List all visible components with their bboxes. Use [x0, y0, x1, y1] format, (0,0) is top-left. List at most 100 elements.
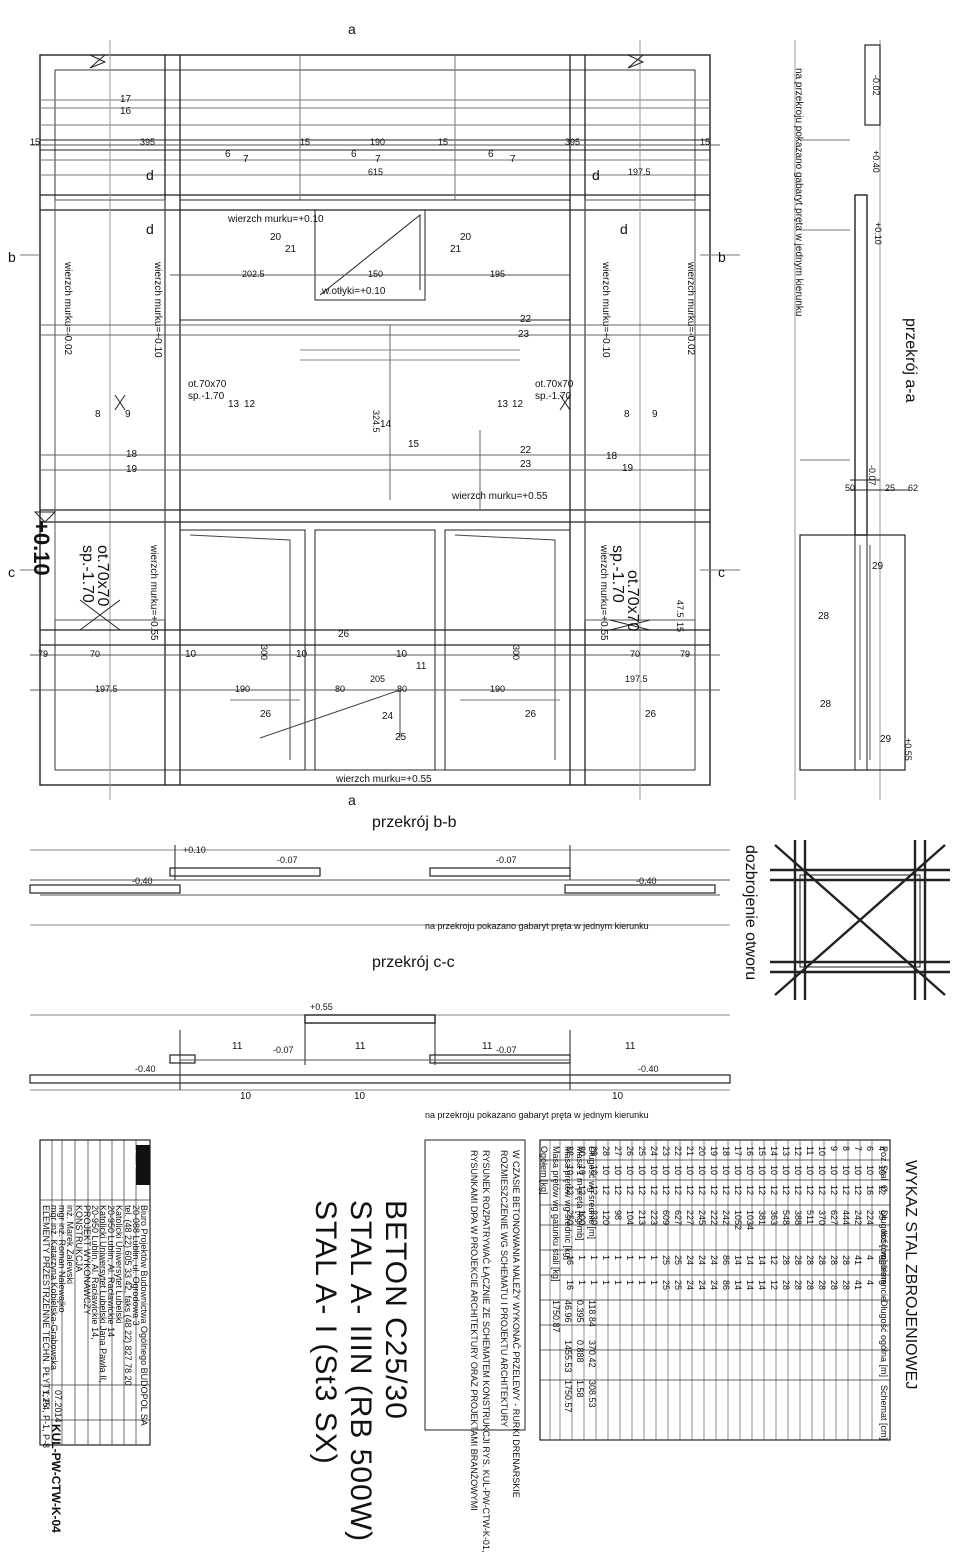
schedule-cell: 41	[853, 1280, 863, 1291]
dim-190: 190	[370, 137, 386, 147]
cc-bar-10b: 10	[354, 1091, 366, 1102]
schedule-cell: 19	[709, 1146, 719, 1157]
schedule-cell: 28	[793, 1280, 803, 1291]
note-1: W CZASIE BETONOWANIA NALEŻY WYKONAĆ PRZE…	[511, 1150, 521, 1498]
bar-6b: 6	[351, 149, 357, 160]
schedule-cell: 1	[613, 1280, 623, 1286]
tb-scale: 1:25	[41, 1390, 51, 1408]
schedule-cell: 1	[601, 1280, 611, 1286]
cc-bar-10c: 10	[612, 1091, 624, 1102]
schedule-cell: 98	[613, 1210, 623, 1221]
bar-15: 15	[408, 439, 420, 450]
dim-615: 615	[368, 167, 384, 177]
schedule-sum-value: 1.58	[575, 1380, 585, 1398]
schedule-cell: 12	[661, 1185, 671, 1196]
level-w-oltyki: w.otłyki=+0.10	[322, 286, 386, 297]
section-bb-title: przekrój b-b	[372, 814, 457, 831]
schedule-sum-value: 46.96	[563, 1300, 573, 1323]
dim-1975: 197.5	[628, 167, 651, 177]
bar-23: 23	[518, 329, 530, 340]
cc-level-1: +0.55	[310, 1002, 333, 1012]
bar-11: 11	[416, 661, 427, 672]
aa-level-2: +0.40	[871, 150, 881, 173]
schedule-cell: 17	[733, 1146, 743, 1157]
bar-6c: 6	[488, 149, 494, 160]
steel-class-2: STAL A- I (St3 SX)	[309, 1200, 342, 1465]
axis-d3: d	[592, 167, 600, 183]
bar-26d: 26	[645, 709, 657, 720]
schedule-cell: 16	[865, 1185, 875, 1196]
bar-7a: 7	[243, 154, 249, 165]
schedule-cell: 12	[817, 1185, 827, 1196]
steel-class-1: STAL A- IIIN (RB 500W)	[344, 1200, 377, 1543]
schedule-cell: 28	[829, 1280, 839, 1291]
cc-level-2: -0.07	[273, 1045, 294, 1055]
schedule-cell: 10	[793, 1165, 803, 1176]
schedule-cell: 12	[769, 1185, 779, 1196]
bar-7c: 7	[510, 154, 516, 165]
schedule-cell: 213	[637, 1210, 647, 1226]
drawing-sheet: a a b b c c d d d d +0.10 wierzch murku=…	[8, 22, 950, 1552]
schedule-cell: 16	[745, 1146, 755, 1157]
schedule-cell: 28	[829, 1255, 839, 1266]
schedule-title: WYKAZ STAL ZBROJENIOWEJ	[902, 1160, 919, 1390]
aa-level-1: -0.02	[871, 75, 881, 96]
schedule-cell: 28	[841, 1280, 851, 1291]
schedule-cell: 4	[865, 1280, 875, 1286]
schedule-sum-value: 118.84	[587, 1300, 597, 1327]
axis-b-left: b	[8, 249, 16, 265]
dim-195: 195	[490, 269, 506, 279]
opening-r: ot.70x70	[535, 379, 574, 390]
dim-80: 80	[335, 684, 346, 694]
axis-c-right: c	[718, 564, 725, 580]
schedule-sum-value: 0.888	[575, 1340, 585, 1363]
bar-19b: 19	[622, 463, 634, 474]
schedule-cell: 16	[565, 1280, 575, 1291]
aa-level-3: +0.10	[873, 222, 883, 245]
schedule-cell: 511	[805, 1210, 815, 1225]
schedule-sum-value: 1750.57	[563, 1380, 573, 1413]
schedule-cell: 10	[733, 1165, 743, 1176]
bb-level-3: -0.40	[132, 876, 153, 886]
tb-phone: tel. (48 22) 605 33 42, faks (48 22) 827…	[123, 1205, 133, 1386]
schedule-cell: 14	[745, 1255, 755, 1266]
schedule-cell: 12	[733, 1185, 743, 1196]
schedule-cell: 12	[793, 1185, 803, 1196]
dim-1975b: 197.5	[95, 684, 118, 694]
opening-l: ot.70x70	[188, 379, 227, 390]
bar-13: 13	[228, 399, 240, 410]
bar-21: 21	[285, 244, 297, 255]
section-aa-title: przekrój a-a	[902, 318, 919, 403]
dim-15b: 15	[300, 137, 311, 147]
aa-level-4: -0.07	[867, 465, 877, 486]
schedule-cell: 104	[625, 1210, 635, 1226]
opening-br-sp: sp.-1.70	[609, 545, 626, 603]
bar-26c: 26	[525, 709, 537, 720]
cc-bar-11c: 11	[482, 1041, 493, 1052]
schedule-sum-value: 0.395	[575, 1300, 585, 1323]
section-cc-note: na przekroju pokazano gabaryt pręta w je…	[425, 1110, 649, 1120]
cc-bar-11d: 11	[625, 1041, 636, 1052]
dim-70b: 70	[630, 649, 641, 659]
opening-r-sp: sp.-1.70	[535, 391, 572, 402]
schedule-cell: 12	[673, 1185, 683, 1196]
schedule-cell: 10	[853, 1165, 863, 1176]
schedule-cell: 14	[757, 1255, 767, 1266]
dim-50: 50	[845, 483, 856, 493]
bar-13b: 13	[497, 399, 509, 410]
dim-15d: 15	[700, 137, 711, 147]
schedule-cell: 20	[697, 1146, 707, 1157]
note-3: RYSUNEK ROZPATRYWAĆ ŁĄCZNIE ZE SCHEMATEM…	[481, 1150, 491, 1552]
schedule-cell: 10	[601, 1165, 611, 1176]
cc-bar-10a: 10	[240, 1091, 252, 1102]
section-aa-note: na przekroju pokazano gabaryt pręta w je…	[793, 68, 804, 317]
schedule-cell: 1	[589, 1280, 599, 1286]
schedule-cell: 10	[805, 1165, 815, 1176]
schedule-cell: 4	[865, 1255, 875, 1261]
bar-29: 29	[872, 561, 884, 572]
schedule-cell: 245	[697, 1210, 707, 1226]
schedule-cell: 28	[781, 1255, 791, 1266]
schedule-cell: 12	[793, 1146, 803, 1157]
schedule-header: Schemat [cm]	[879, 1385, 889, 1441]
schedule-cell: 25	[661, 1255, 671, 1266]
